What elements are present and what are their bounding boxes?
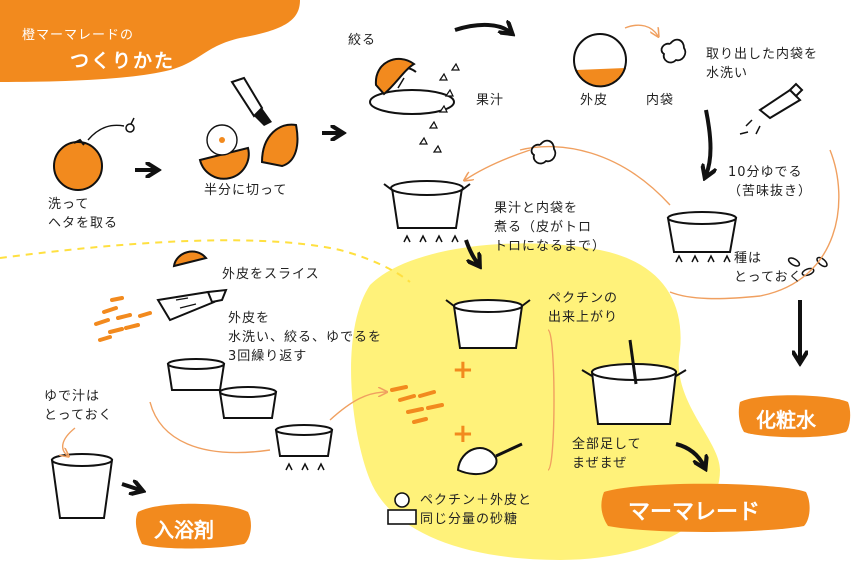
label-remove-wash: 取り出した内袋を 水洗い [706, 47, 819, 81]
arrow-bag-to-pot [465, 149, 531, 180]
orange-half-small-icon [172, 250, 208, 268]
peel-strips-mix-icon [390, 385, 444, 424]
orange-line-to-seeds [669, 149, 840, 300]
label-repeat: 外皮を 水洗い、絞る、ゆでるを 3回繰り返す [228, 311, 383, 364]
arrow-to-stem [87, 124, 125, 141]
orange-line-to-cup [63, 427, 76, 456]
arrow-squeeze-to-peel [454, 25, 510, 32]
arrow-mix-to-marmalade [675, 442, 704, 466]
label-boiled-water: ゆで汁は とっておく [44, 389, 113, 423]
orange-line-boiled [149, 401, 271, 454]
scale-icon [387, 492, 417, 525]
faucet-icon [739, 82, 804, 135]
pot-wash-1-icon [166, 358, 226, 391]
lotion-badge-bg [738, 395, 851, 438]
label-sugar: ペクチン＋外皮と 同じ分量の砂糖 [420, 493, 533, 527]
bracket-icon [547, 329, 555, 471]
label-simmer: 果汁と内袋を 煮る（皮がトロ トロになるまで） [494, 201, 607, 254]
juice-drops-icon [418, 62, 460, 153]
label-outer-peel: 外皮 [580, 93, 609, 108]
marmalade-badge-bg [601, 483, 810, 532]
spoon-sugar-icon [456, 442, 523, 476]
squeezer-icon [369, 58, 455, 115]
inner-bag-small-icon [530, 139, 557, 165]
label-halve: 半分に切って [204, 183, 288, 198]
pot-boil-icon [666, 211, 738, 263]
pot-pectin-icon [445, 299, 531, 349]
label-combine: 全部足して まぜまぜ [572, 437, 642, 471]
arrow-boil-to-simmer [519, 145, 671, 206]
label-wash: 洗って ヘタを取る [48, 197, 119, 231]
result-bath: 入浴剤 [154, 518, 214, 542]
result-marmalade: マーマレード [628, 500, 761, 525]
arrow-peel-to-bag [624, 24, 658, 36]
label-squeeze: 絞る [348, 33, 377, 48]
orange-half-back-icon [260, 123, 299, 168]
cup-icon [50, 453, 114, 519]
orange-half-icon [198, 124, 250, 180]
stem-icon [125, 117, 135, 133]
page-title: つくりかた [70, 50, 176, 72]
bath-badge-bg [135, 503, 251, 549]
pot-wash-3-icon [274, 424, 334, 471]
arrow-simmer-to-pectin [464, 239, 478, 264]
pot-wash-2-icon [218, 386, 278, 419]
yellow-zone [351, 243, 720, 560]
label-juice: 果汁 [476, 93, 505, 108]
result-lotion: 化粧水 [756, 408, 816, 432]
pot-simmer-icon [383, 180, 471, 243]
label-inner-bag: 内袋 [646, 93, 675, 108]
knife-icon [230, 76, 272, 126]
label-seeds: 種は とっておく [734, 251, 803, 285]
header-subtitle: 橙マーマレードの [22, 28, 135, 43]
arrow-wash-to-boil [706, 109, 711, 175]
plus-icon-2: + [452, 419, 474, 449]
label-boil10: 10分ゆでる （苦味抜き） [728, 165, 813, 199]
label-slice: 外皮をスライス [222, 267, 320, 282]
plus-icon: + [452, 355, 474, 385]
inner-bag-icon [660, 38, 687, 64]
peel-strips-icon [94, 296, 152, 342]
header-blob [0, 0, 300, 82]
arrow-cup-to-bath [121, 484, 140, 490]
pot-mix-icon [581, 339, 687, 425]
label-pectin-done: ペクチンの 出来上がり [548, 291, 619, 325]
slicer-icon [156, 288, 228, 322]
orange-whole-icon [53, 138, 103, 191]
peel-icon [573, 33, 627, 88]
divider-dashed [0, 239, 411, 283]
arrow-wash-to-mix [329, 392, 386, 421]
